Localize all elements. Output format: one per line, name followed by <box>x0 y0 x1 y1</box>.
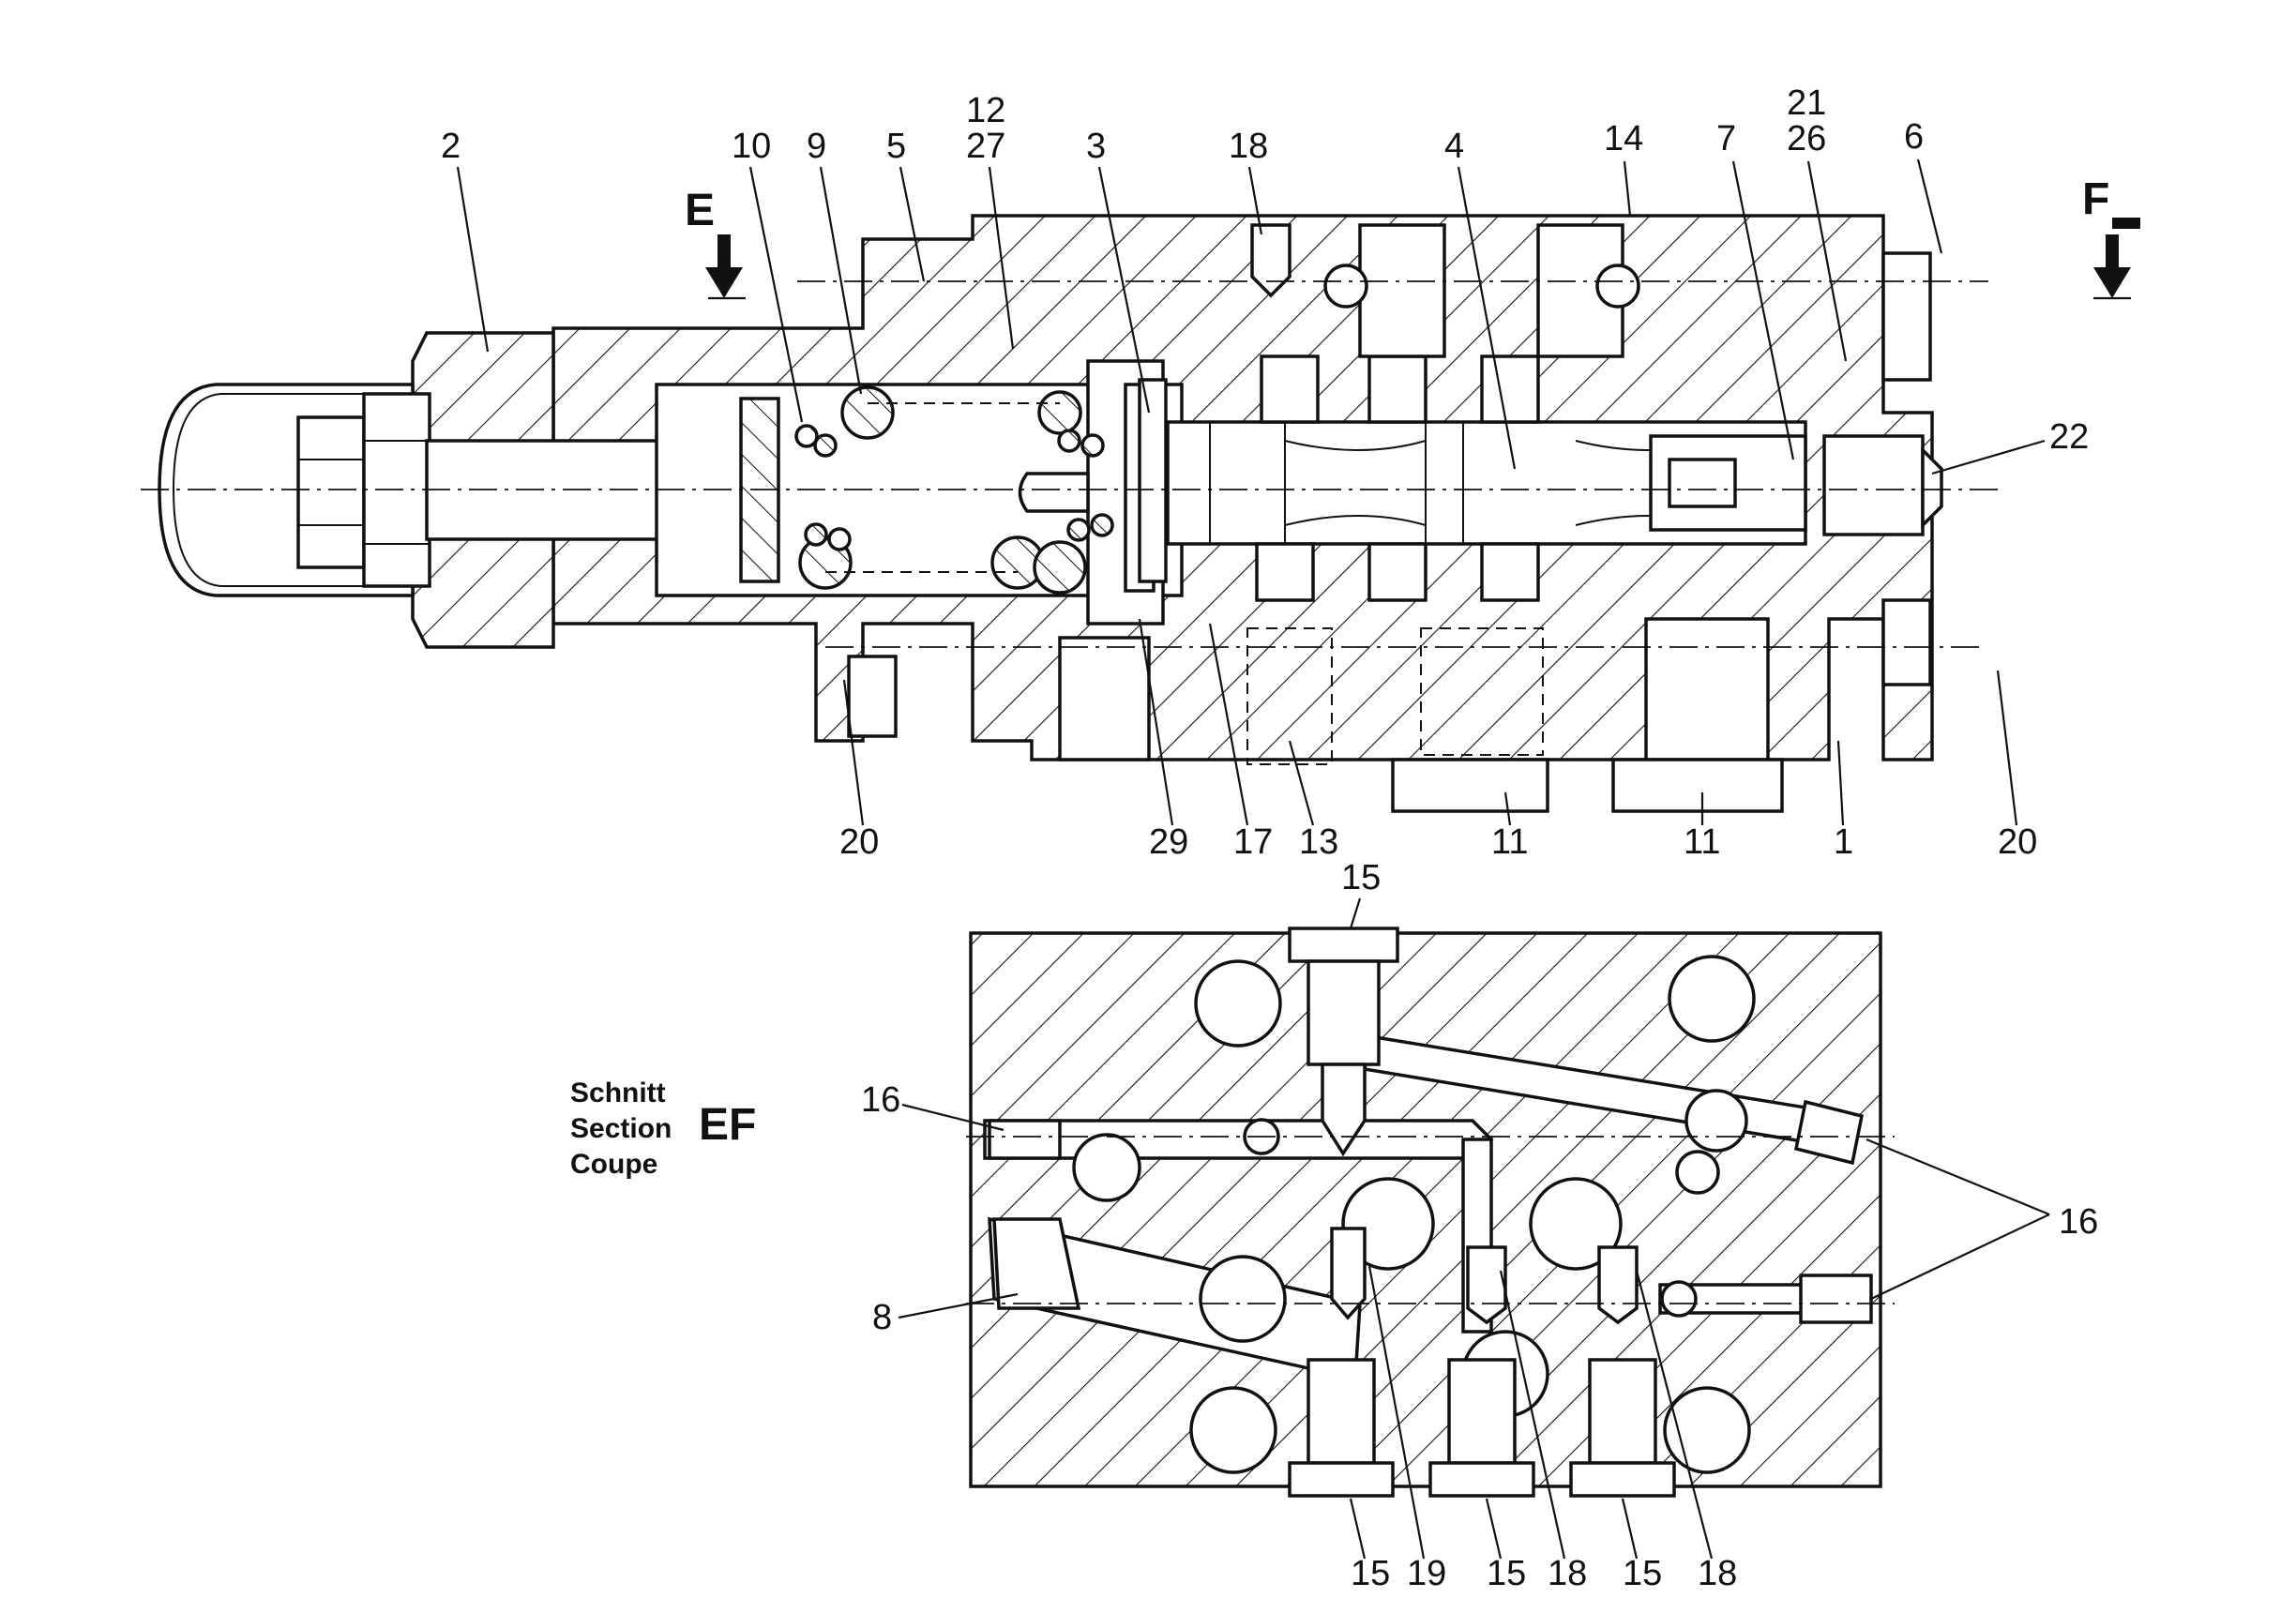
callout-16-right: 16 <box>2059 1202 2098 1242</box>
callout-6: 6 <box>1904 117 1924 157</box>
callout-13: 13 <box>1299 822 1338 862</box>
callout-11-b: 11 <box>1684 822 1720 862</box>
fittings <box>988 927 1873 1498</box>
end-plugs <box>1649 434 1943 536</box>
callout-18-a: 18 <box>1548 1554 1587 1593</box>
svg-text:Coupe: Coupe <box>570 1149 657 1180</box>
section-marker-f: F <box>2082 174 2140 300</box>
callout-10: 10 <box>732 127 771 166</box>
callout-29: 29 <box>1149 822 1188 862</box>
callout-19: 19 <box>1407 1554 1446 1593</box>
svg-text:E: E <box>685 186 715 235</box>
cross-section-ef: Schnitt Section Coupe EF 15 16 8 16 15 1… <box>570 858 2098 1593</box>
callout-9: 9 <box>807 127 826 166</box>
callout-12: 12 <box>966 91 1005 130</box>
lower-ports <box>847 251 1932 813</box>
callout-8: 8 <box>872 1298 892 1337</box>
spring-coils <box>794 385 1114 595</box>
callout-21: 21 <box>1787 83 1826 123</box>
callout-20-right: 20 <box>1998 822 2037 862</box>
svg-text:EF: EF <box>699 1100 756 1150</box>
callout-17: 17 <box>1233 822 1273 862</box>
pin <box>1138 378 1168 583</box>
callout-2: 2 <box>441 127 461 166</box>
callout-22: 22 <box>2049 417 2089 457</box>
callout-15-b: 15 <box>1487 1554 1526 1593</box>
callout-26: 26 <box>1787 119 1826 158</box>
svg-text:F: F <box>2082 174 2109 224</box>
callout-16-left: 16 <box>861 1080 900 1120</box>
callout-18-upper: 18 <box>1229 127 1268 166</box>
callout-15-c: 15 <box>1623 1554 1662 1593</box>
callout-15-top: 15 <box>1341 858 1381 897</box>
callout-3: 3 <box>1086 127 1106 166</box>
callout-14: 14 <box>1604 119 1643 158</box>
callout-4: 4 <box>1444 127 1464 166</box>
callout-11-a: 11 <box>1491 822 1528 862</box>
svg-text:Schnitt: Schnitt <box>570 1078 666 1108</box>
callout-27: 27 <box>966 127 1005 166</box>
callout-7: 7 <box>1716 119 1736 158</box>
upper-ports <box>1250 223 1640 602</box>
section-marker-e: E <box>685 186 746 300</box>
callout-15-a: 15 <box>1351 1554 1390 1593</box>
callouts-upper: 2 10 9 5 12 27 3 18 4 14 7 21 26 6 <box>441 83 2089 862</box>
callout-5: 5 <box>886 127 906 166</box>
section-caption: Schnitt Section Coupe EF <box>570 1078 756 1180</box>
callout-20-left: 20 <box>839 822 879 862</box>
callouts-lower: 15 16 8 16 15 19 15 18 15 18 <box>861 858 2098 1593</box>
callout-18-b: 18 <box>1698 1554 1737 1593</box>
svg-text:Section: Section <box>570 1113 672 1144</box>
longitudinal-section: E F 2 10 9 5 12 27 3 18 4 <box>141 83 2140 862</box>
callout-1: 1 <box>1834 822 1853 862</box>
